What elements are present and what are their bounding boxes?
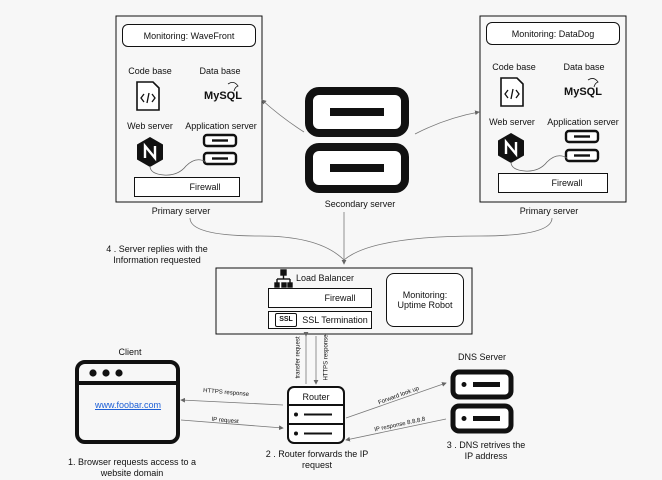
application-server-label-right: Application server (547, 117, 619, 127)
web-server-label-right: Web server (489, 117, 535, 127)
ssl-badge-icon: SSL (275, 313, 297, 327)
monitoring-datadog-label: Monitoring: DataDog (486, 22, 620, 45)
lb-firewall-label: Firewall (324, 293, 356, 303)
web-server-label-left: Web server (127, 121, 173, 131)
step-4-caption: 4 . Server replies with the Information … (106, 244, 208, 265)
primary-server-caption-right: Primary server (519, 206, 579, 216)
ip-response-line (345, 418, 447, 442)
dns-server-icon (450, 369, 514, 434)
router-title: Router (302, 392, 330, 402)
load-balancer-icon (274, 269, 293, 288)
ip-request-to-router-line (180, 419, 284, 431)
secondary-to-left-arrow (261, 99, 305, 133)
router-icon (287, 386, 345, 444)
browser-window-icon (75, 360, 180, 444)
data-base-label-left: Data base (199, 66, 241, 76)
code-file-icon-right (500, 77, 524, 107)
code-base-label-left: Code base (128, 66, 172, 76)
secondary-server-icon (305, 87, 409, 193)
primary-server-right-frame (479, 15, 627, 203)
step-3-caption: 3 . DNS retrives the IP address (446, 440, 526, 461)
code-file-icon-left (136, 81, 160, 111)
lb-ssl-box (268, 311, 372, 329)
lb-ssl-label: SSL Termination (302, 315, 368, 325)
edge-label-https-response-up: HTTPS response (323, 334, 330, 381)
application-server-icon-left (202, 133, 238, 166)
step-2-caption: 2 . Router forwards the IP request (265, 449, 369, 470)
application-server-icon-right (564, 129, 600, 163)
primary-server-left-frame (115, 15, 263, 203)
secondary-to-right-arrow (414, 110, 480, 135)
edge-label-transfer-request: transfer request (295, 336, 302, 379)
load-balancer-frame (215, 267, 473, 335)
application-server-label-left: Application server (185, 121, 257, 131)
nginx-icon-right (498, 133, 524, 163)
website-url-link[interactable]: www.foobar.com (94, 400, 162, 410)
web-to-app-connector-right (510, 155, 568, 172)
mysql-logo-right: MySQL (564, 86, 602, 98)
mysql-logo-left: MySQL (204, 90, 242, 102)
firewall-label-right: Firewall (551, 178, 583, 188)
right-server-reply-line (343, 217, 553, 261)
client-title: Client (118, 347, 142, 357)
dns-server-title: DNS Server (457, 352, 506, 362)
mysql-dolphin-icon-left (227, 82, 239, 92)
primary-server-caption-left: Primary server (151, 206, 211, 216)
web-to-app-connector-left (149, 159, 207, 176)
firewall-box-left (134, 177, 240, 197)
firewall-box-right (498, 173, 608, 193)
data-base-label-right: Data base (563, 62, 605, 72)
step-1-caption: 1. Browser requests access to a website … (67, 457, 197, 478)
monitoring-wavefront-label: Monitoring: WaveFront (122, 24, 256, 47)
secondary-server-caption: Secondary server (324, 199, 396, 209)
lb-firewall-box (268, 288, 372, 308)
forward-lookup-line (345, 382, 447, 419)
mysql-dolphin-icon-right (587, 78, 599, 88)
load-balancer-title: Load Balancer (296, 273, 355, 283)
https-response-to-client-line (180, 397, 284, 406)
monitoring-uptime-robot-label: Monitoring: Uptime Robot (386, 273, 464, 327)
code-base-label-right: Code base (492, 62, 536, 72)
nginx-icon-left (137, 137, 163, 167)
left-server-reply-line (189, 217, 345, 261)
firewall-label-left: Firewall (189, 182, 221, 192)
